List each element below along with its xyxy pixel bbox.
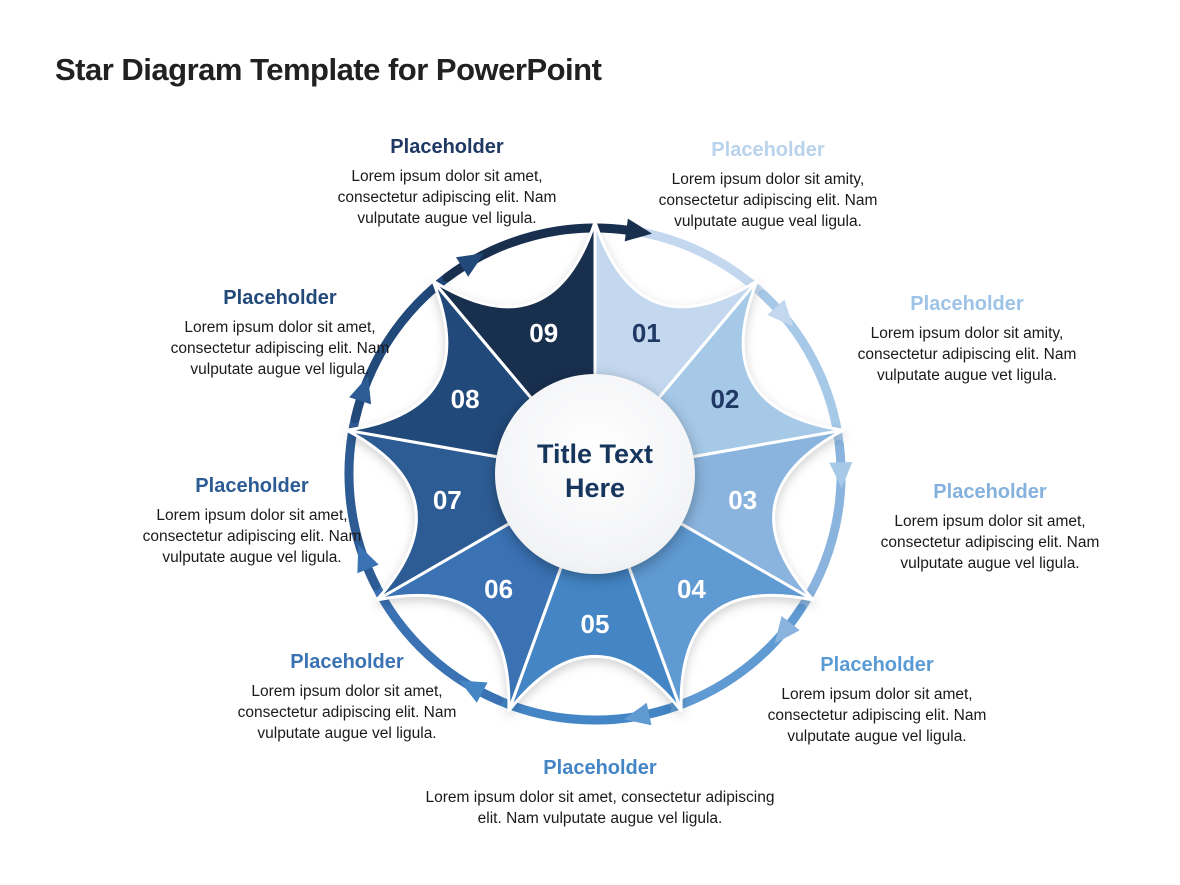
callout-placeholder-08: Placeholder Lorem ipsum dolor sit amet, … bbox=[155, 287, 405, 380]
callout-body-01: Lorem ipsum dolor sit amity, consectetur… bbox=[658, 171, 878, 230]
callout-heading-04: Placeholder bbox=[820, 654, 934, 676]
flow-arrow-head bbox=[349, 376, 372, 405]
segment-number-09: 09 bbox=[529, 318, 558, 348]
callout-heading-02: Placeholder bbox=[910, 293, 1024, 315]
callout-heading-05: Placeholder bbox=[543, 757, 657, 779]
callout-heading-01: Placeholder bbox=[711, 139, 825, 161]
callout-heading-07: Placeholder bbox=[195, 475, 309, 497]
page-title: Star Diagram Template for PowerPoint bbox=[55, 52, 602, 87]
segment-number-08: 08 bbox=[451, 384, 480, 414]
callout-placeholder-02: Placeholder Lorem ipsum dolor sit amity,… bbox=[842, 293, 1092, 386]
callout-heading-09: Placeholder bbox=[390, 136, 504, 158]
callout-placeholder-07: Placeholder Lorem ipsum dolor sit amet, … bbox=[127, 475, 377, 568]
callout-body-03: Lorem ipsum dolor sit amet, consectetur … bbox=[880, 513, 1100, 572]
callout-body-09: Lorem ipsum dolor sit amet, consectetur … bbox=[337, 168, 557, 227]
callout-placeholder-03: Placeholder Lorem ipsum dolor sit amet, … bbox=[862, 481, 1118, 574]
flow-arrow-head bbox=[774, 616, 800, 644]
callout-placeholder-06: Placeholder Lorem ipsum dolor sit amet, … bbox=[222, 651, 472, 744]
segment-number-05: 05 bbox=[581, 609, 610, 639]
callout-body-07: Lorem ipsum dolor sit amet, consectetur … bbox=[142, 507, 362, 566]
callout-heading-03: Placeholder bbox=[933, 481, 1047, 503]
flow-arrow-head bbox=[767, 299, 794, 327]
segment-number-07: 07 bbox=[433, 485, 462, 515]
segment-number-06: 06 bbox=[484, 574, 513, 604]
center-circle bbox=[495, 374, 695, 574]
segment-number-04: 04 bbox=[677, 574, 706, 604]
callout-body-05: Lorem ipsum dolor sit amet, consectetur … bbox=[425, 789, 775, 827]
callout-body-06: Lorem ipsum dolor sit amet, consectetur … bbox=[237, 683, 457, 742]
callout-heading-06: Placeholder bbox=[290, 651, 404, 673]
flow-arrow-head bbox=[624, 218, 652, 242]
flow-arrow-head bbox=[623, 702, 652, 726]
callout-body-02: Lorem ipsum dolor sit amity, consectetur… bbox=[857, 325, 1077, 384]
callout-placeholder-09: Placeholder Lorem ipsum dolor sit amet, … bbox=[322, 136, 572, 229]
callout-placeholder-01: Placeholder Lorem ipsum dolor sit amity,… bbox=[643, 139, 893, 232]
callout-body-04: Lorem ipsum dolor sit amet, consectetur … bbox=[767, 686, 987, 745]
center-title: Title Text Here bbox=[536, 439, 654, 503]
flow-arrow-head bbox=[357, 544, 379, 574]
callout-body-08: Lorem ipsum dolor sit amet, consectetur … bbox=[170, 319, 390, 378]
segment-number-03: 03 bbox=[728, 485, 757, 515]
flow-arrow-head bbox=[459, 680, 488, 703]
flow-arrow-head bbox=[456, 253, 485, 277]
segment-wedge-05 bbox=[507, 472, 683, 713]
flow-arrow-head bbox=[829, 462, 853, 489]
callout-placeholder-05: Placeholder Lorem ipsum dolor sit amet, … bbox=[400, 757, 800, 829]
callout-placeholder-04: Placeholder Lorem ipsum dolor sit amet, … bbox=[752, 654, 1002, 747]
callout-heading-08: Placeholder bbox=[223, 287, 337, 309]
segment-number-01: 01 bbox=[632, 318, 661, 348]
segment-number-02: 02 bbox=[710, 384, 739, 414]
